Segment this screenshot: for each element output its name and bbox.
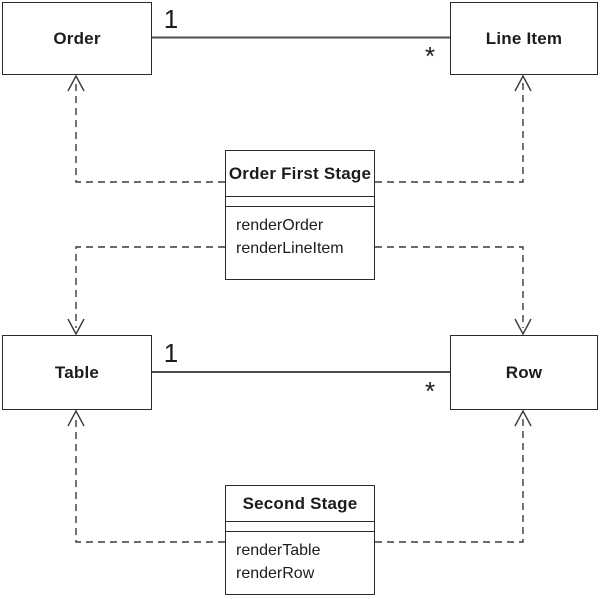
class-table-name: Table: [54, 362, 100, 382]
class-order-first-stage: Order First Stage renderOrder renderLine…: [225, 150, 375, 280]
multiplicity-row-many: *: [424, 376, 436, 406]
class-second-stage-name: Second Stage: [242, 493, 358, 513]
arrowhead-down-row: [514, 318, 532, 336]
class-order-name: Order: [53, 28, 101, 48]
method-render-table: renderTable: [236, 542, 321, 559]
class-order-first-stage-attributes: [226, 197, 374, 207]
arrowhead-down-table: [67, 318, 85, 336]
multiplicity-order-one: 1: [163, 4, 179, 34]
multiplicity-table-one: 1: [163, 338, 179, 368]
dependency-secondstage-table: [75, 417, 225, 543]
arrowhead-up-order: [67, 74, 85, 92]
arrowhead-up-lineitem: [514, 74, 532, 92]
method-render-order: renderOrder: [236, 217, 324, 234]
class-order-first-stage-name: Order First Stage: [228, 163, 372, 183]
class-second-stage: Second Stage renderTable renderRow: [225, 485, 375, 595]
method-render-row: renderRow: [236, 565, 315, 582]
dependency-secondstage-row: [375, 417, 524, 543]
class-order-first-stage-methods: renderOrder renderLineItem: [226, 207, 374, 260]
method-render-lineitem: renderLineItem: [236, 240, 344, 257]
class-row: Row: [450, 335, 598, 410]
dependency-firststage-order: [75, 80, 225, 183]
dependency-firststage-table: [75, 246, 225, 328]
class-table: Table: [2, 335, 152, 410]
class-second-stage-attributes: [226, 522, 374, 532]
class-second-stage-methods: renderTable renderRow: [226, 532, 374, 585]
class-line-item: Line Item: [450, 2, 598, 75]
arrowhead-up-table: [67, 409, 85, 427]
multiplicity-lineitem-many: *: [424, 41, 436, 71]
class-order: Order: [2, 2, 152, 75]
dependency-firststage-row: [375, 246, 524, 328]
class-second-stage-title: Second Stage: [226, 486, 374, 522]
class-line-item-name: Line Item: [485, 28, 563, 48]
dependency-firststage-lineitem: [375, 80, 524, 183]
class-order-first-stage-title: Order First Stage: [226, 151, 374, 197]
arrowhead-up-row: [514, 409, 532, 427]
class-row-name: Row: [505, 362, 543, 382]
